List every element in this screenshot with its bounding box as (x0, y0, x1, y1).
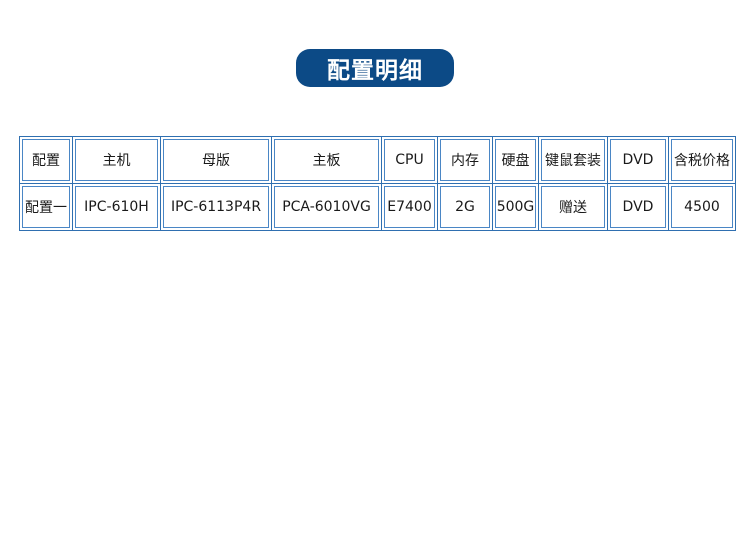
cell-host: IPC-610H (72, 183, 161, 231)
header-cell-mainboard: 主板 (271, 136, 382, 184)
header-cell-disk: 硬盘 (492, 136, 539, 184)
cell-backplane: IPC-6113P4R (160, 183, 272, 231)
section-title: 配置明细 (327, 58, 423, 84)
header-cell-memory: 内存 (437, 136, 493, 184)
table-header-row: 配置 主机 母版 主板 CPU 内存 硬盘 键鼠套装 DVD 含税价格 (19, 136, 736, 184)
header-cell-cpu: CPU (381, 136, 438, 184)
config-detail-table: 配置 主机 母版 主板 CPU 内存 硬盘 键鼠套装 DVD 含税价格 配置一 … (19, 136, 736, 231)
section-title-badge: 配置明细 (296, 49, 454, 87)
cell-memory: 2G (437, 183, 493, 231)
cell-dvd: DVD (607, 183, 669, 231)
header-cell-host: 主机 (72, 136, 161, 184)
header-cell-backplane: 母版 (160, 136, 272, 184)
cell-disk: 500G (492, 183, 539, 231)
header-cell-price: 含税价格 (668, 136, 736, 184)
header-cell-config: 配置 (19, 136, 73, 184)
table-row: 配置一 IPC-610H IPC-6113P4R PCA-6010VG E740… (19, 183, 736, 231)
cell-cpu: E7400 (381, 183, 438, 231)
header-cell-keyboard-mouse: 键鼠套装 (538, 136, 608, 184)
header-cell-dvd: DVD (607, 136, 669, 184)
cell-config: 配置一 (19, 183, 73, 231)
cell-keyboard-mouse: 赠送 (538, 183, 608, 231)
cell-price: 4500 (668, 183, 736, 231)
cell-mainboard: PCA-6010VG (271, 183, 382, 231)
